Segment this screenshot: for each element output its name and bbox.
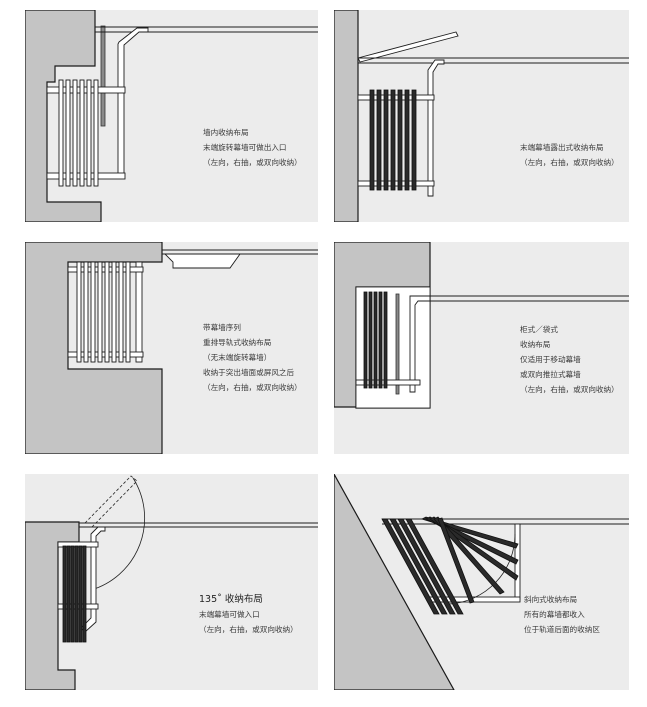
caption-line: 带幕墙序列 [203,323,241,332]
caption-line: 末端幕墙露出式收纳布局 [520,143,604,152]
panel-caption-2: 末端幕墙露出式收纳布局 （左向，右抽，或双向收纳） [520,140,619,170]
wall [25,521,80,690]
plan-drawing-3 [25,242,318,454]
swing-arc [90,477,146,591]
swing-panel-outline [84,475,138,529]
curved-track [427,59,445,197]
plan-drawing-1 [25,10,318,222]
curved-track [163,253,241,269]
lower-cross-rail [355,379,421,386]
curved-track [117,27,149,177]
caption-line: （左向，右抽，或双向收纳） [203,383,302,392]
caption-line: 末端幕墙可做入口 [199,610,260,619]
panel-caption-5: 135˚ 收纳布局 末端幕墙可做入口 （左向，右抽，或双向收纳） [199,592,298,637]
upper-cross-rail [357,94,435,101]
diagonal-wall [334,474,455,690]
diagram-panel-4: 柜式／袋式 收纳布局 仅适用于移动幕墙 或双向推拉式幕墙 （左向，右抽，或双向收… [334,242,629,454]
caption-line: 收纳于突出墙面或屏风之后 [203,368,295,377]
stacked-panels [363,291,388,389]
caption-line: 柜式／袋式 [520,325,558,334]
plan-drawing-4 [334,242,629,409]
wall [25,10,102,222]
stacked-panels [381,518,464,615]
diagram-panel-5: 135˚ 收纳布局 末端幕墙可做入口 （左向，右抽，或双向收纳） [25,474,318,690]
panel-caption-3: 带幕墙序列 重排导轨式收纳布局 （无末端旋转幕墙） 收纳于突出墙面或屏风之后 （… [203,320,302,395]
caption-line: 重排导轨式收纳布局 [203,338,272,347]
wall [25,242,163,454]
lower-cross-rail [357,180,435,187]
panel-caption-4: 柜式／袋式 收纳布局 仅适用于移动幕墙 或双向推拉式幕墙 （左向，右抽，或双向收… [520,322,619,397]
caption-line: 仅适用于移动幕墙 [520,355,581,364]
plan-drawing-5 [25,475,318,690]
stacked-panels [62,545,87,643]
side-track [135,261,143,363]
lower-cross-rail [46,172,126,180]
diagram-panel-2: 末端幕墙露出式收纳布局 （左向，右抽，或双向收纳） [334,10,629,222]
stacked-panels [58,79,99,187]
caption-line: 或双向推拉式幕墙 [520,370,581,379]
stacked-panels [76,261,131,363]
caption-line: （左向，右抽，或双向收纳） [520,158,619,167]
upper-cross-rail [46,86,126,94]
wall [334,10,359,222]
caption-line: （左向，右抽，或双向收纳） [199,625,298,634]
caption-title: 135˚ 收纳布局 [199,594,263,605]
caption-line: 墙内收纳布局 [203,128,249,137]
plan-drawing-6 [334,474,629,690]
caption-line: 位于轨道后面的收纳区 [524,625,600,634]
caption-line: 末端旋转幕墙可做出入口 [203,143,287,152]
plan-drawing-2 [334,10,629,222]
divider-panel [395,293,400,395]
caption-line: （无末端旋转幕墙） [203,353,272,362]
pocket-interior [355,286,431,409]
diagram-panel-1: 墙内收纳布局 末端旋转幕墙可做出入口 （左向，右抽，或双向收纳） [25,10,318,222]
rotated-panels [420,516,519,604]
curved-track [409,295,431,393]
exposed-end-panel [357,31,459,63]
caption-line: 斜向式收纳布局 [524,595,578,604]
caption-line: 收纳布局 [520,340,551,349]
caption-line: 所有的幕墙都收入 [524,610,585,619]
caption-line: （左向，右抽，或双向收纳） [203,158,302,167]
rotating-end-panel [100,25,106,127]
panel-caption-1: 墙内收纳布局 末端旋转幕墙可做出入口 （左向，右抽，或双向收纳） [203,125,302,170]
diagram-panel-3: 带幕墙序列 重排导轨式收纳布局 （无末端旋转幕墙） 收纳于突出墙面或屏风之后 （… [25,242,318,454]
stacked-panels [369,89,417,191]
panel-caption-6: 斜向式收纳布局 所有的幕墙都收入 位于轨道后面的收纳区 [524,592,600,637]
diagram-panel-6: 斜向式收纳布局 所有的幕墙都收入 位于轨道后面的收纳区 [334,474,629,690]
caption-line: （左向，右抽，或双向收纳） [520,385,619,394]
